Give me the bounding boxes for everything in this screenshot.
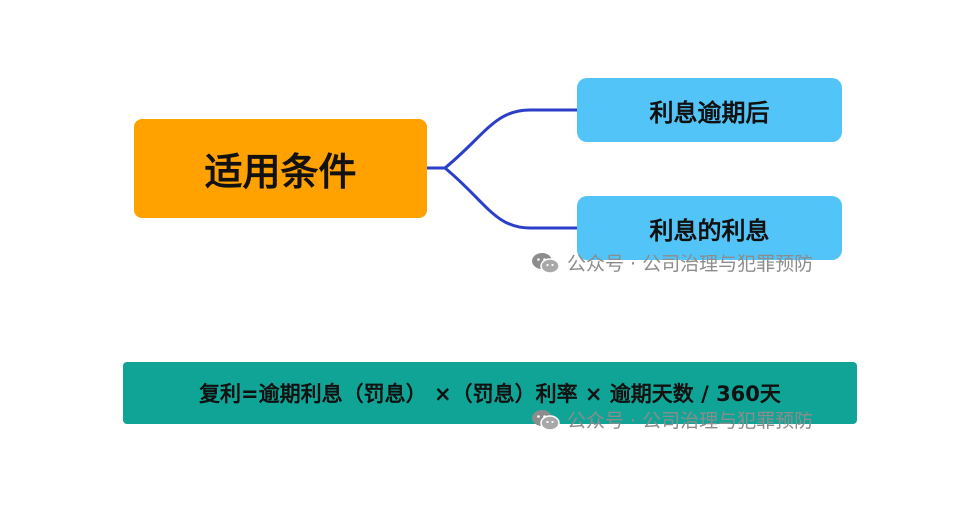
watermark: 公众号 · 公司治理与犯罪预防	[531, 249, 813, 276]
formula-text: 复利=逾期利息（罚息） ×（罚息）利率 × 逾期天数 / 360天	[199, 382, 781, 406]
wechat-icon	[532, 409, 560, 431]
watermark-text: 公众号 · 公司治理与犯罪预防	[567, 253, 814, 275]
watermark: 公众号 · 公司治理与犯罪预防	[531, 406, 813, 433]
child-node-interest-on-interest: 利息的利息	[577, 196, 842, 260]
child-node-label: 利息的利息	[649, 216, 770, 245]
formula-bar: 复利=逾期利息（罚息） ×（罚息）利率 × 逾期天数 / 360天	[123, 362, 857, 424]
root-node-label: 适用条件	[204, 150, 357, 194]
wechat-icon	[532, 252, 560, 274]
root-node: 适用条件	[134, 119, 427, 218]
branch-line-top	[427, 108, 577, 170]
branch-line-bottom	[427, 166, 577, 230]
child-node-overdue-interest: 利息逾期后	[577, 78, 842, 142]
child-node-label: 利息逾期后	[649, 98, 770, 127]
watermark-text: 公众号 · 公司治理与犯罪预防	[567, 410, 814, 432]
